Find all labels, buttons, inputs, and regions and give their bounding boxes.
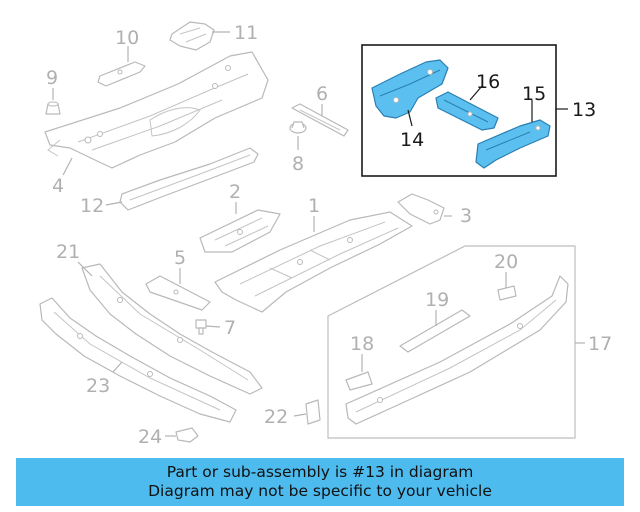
callout-15[interactable]: 15 [522,83,546,105]
callout-13[interactable]: 13 [572,99,596,121]
callout-17: 17 [588,333,612,355]
part-17-rocker-panel[interactable] [345,275,569,425]
callout-11: 11 [234,22,258,44]
part-16-rail[interactable] [435,91,499,131]
box-13-sub-assembly[interactable] [361,44,557,177]
part-15-bracket[interactable] [475,119,551,169]
part-4-floor-pan[interactable] [44,51,269,169]
part-10-plate[interactable] [97,61,146,87]
part-9-plug[interactable] [45,101,61,115]
part-24-clip[interactable] [175,427,199,443]
callout-9: 9 [46,67,58,89]
part-23-side-member[interactable] [39,297,237,423]
callout-4: 4 [52,175,64,197]
callout-18: 18 [350,333,374,355]
callout-12: 12 [80,195,104,217]
part-6-strip[interactable] [291,103,349,137]
parts-diagram: 11 10 9 6 8 4 12 2 1 3 5 7 21 23 24 22 1… [39,21,612,448]
callout-labels: 11 10 9 6 8 4 12 2 1 3 5 7 21 23 24 22 1… [46,22,612,448]
callout-14[interactable]: 14 [400,129,424,151]
part-11-bracket[interactable] [169,21,215,51]
part-8-grommet[interactable] [289,121,307,134]
part-22-bracket[interactable] [305,399,321,425]
callout-6: 6 [316,83,328,105]
callout-2: 2 [229,181,241,203]
callout-20: 20 [494,251,518,273]
callout-23: 23 [86,375,110,397]
callout-19: 19 [425,289,449,311]
part-5-plate[interactable] [145,275,211,311]
callout-24: 24 [138,426,162,448]
callout-21: 21 [56,241,80,263]
part-1-rear-floor[interactable] [214,211,413,313]
callout-5: 5 [174,247,186,269]
part-2-panel[interactable] [199,209,281,253]
part-19-reinforcement[interactable] [399,309,471,353]
callout-1: 1 [308,195,320,217]
callout-7: 7 [224,317,236,339]
part-21-side-member[interactable] [81,263,263,395]
callout-22: 22 [264,406,288,428]
part-12-crossmember[interactable] [119,147,259,211]
callout-8: 8 [292,153,304,175]
part-14-member[interactable] [371,59,449,119]
box-17-rocker-assembly [327,245,576,439]
callout-16[interactable]: 16 [476,71,500,93]
part-3-bracket[interactable] [397,193,445,225]
info-banner: Part or sub-assembly is #13 in diagram D… [16,458,624,506]
callout-10: 10 [115,27,139,49]
part-20-plate[interactable] [497,285,517,301]
part-7-bolt[interactable] [195,319,207,335]
banner-line-1: Part or sub-assembly is #13 in diagram [166,463,474,481]
banner-line-2: Diagram may not be specific to your vehi… [148,482,492,500]
leader-lines [52,31,585,437]
callout-3: 3 [460,205,472,227]
part-18-bracket[interactable] [345,371,373,391]
